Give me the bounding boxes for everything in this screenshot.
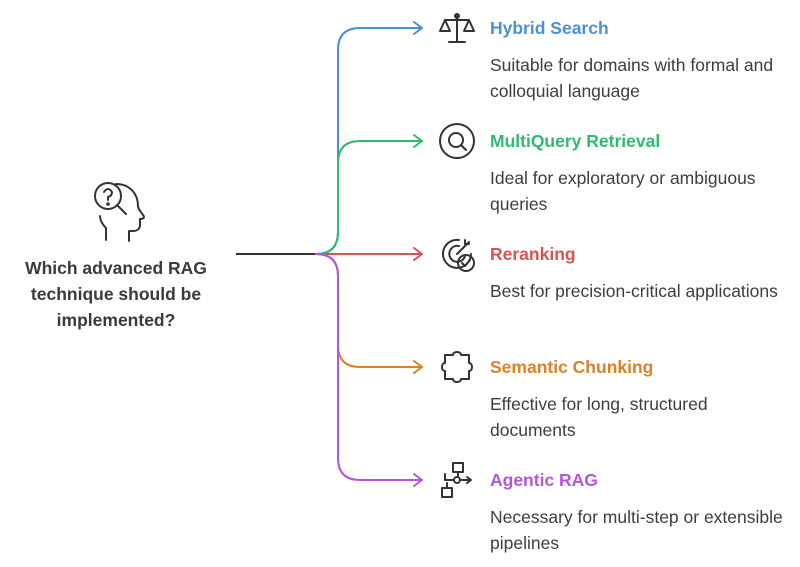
arrow-head-icon bbox=[413, 134, 423, 148]
option-title: Semantic Chunking bbox=[490, 357, 654, 377]
option-description: Suitable for domains with formal and col… bbox=[490, 55, 774, 101]
option-description: Ideal for exploratory or ambiguous queri… bbox=[490, 168, 756, 214]
question-text: Which advanced RAG technique should be i… bbox=[25, 258, 207, 330]
connector-line bbox=[315, 253, 423, 481]
balance-scale-icon bbox=[439, 13, 475, 43]
option-title: Agentic RAG bbox=[490, 470, 598, 490]
target-check-icon bbox=[442, 238, 475, 272]
head-question-icon bbox=[94, 182, 145, 242]
option-title: Reranking bbox=[490, 244, 576, 264]
option-description: Effective for long, structured documents bbox=[490, 394, 708, 440]
workflow-icon bbox=[441, 462, 472, 498]
arrow-head-icon bbox=[413, 473, 423, 487]
option-title: Hybrid Search bbox=[490, 18, 609, 38]
connector-line bbox=[315, 253, 423, 368]
option-description: Necessary for multi-step or extensible p… bbox=[490, 507, 783, 553]
arrow-head-icon bbox=[413, 21, 423, 35]
arrow-head-icon bbox=[413, 360, 423, 374]
option-description: Best for precision-critical applications bbox=[490, 281, 778, 301]
option-title: MultiQuery Retrieval bbox=[490, 131, 661, 151]
arrow-head-icon bbox=[413, 247, 423, 261]
search-icon bbox=[439, 123, 475, 159]
puzzle-piece-icon bbox=[441, 351, 473, 383]
connector-line bbox=[315, 140, 423, 255]
